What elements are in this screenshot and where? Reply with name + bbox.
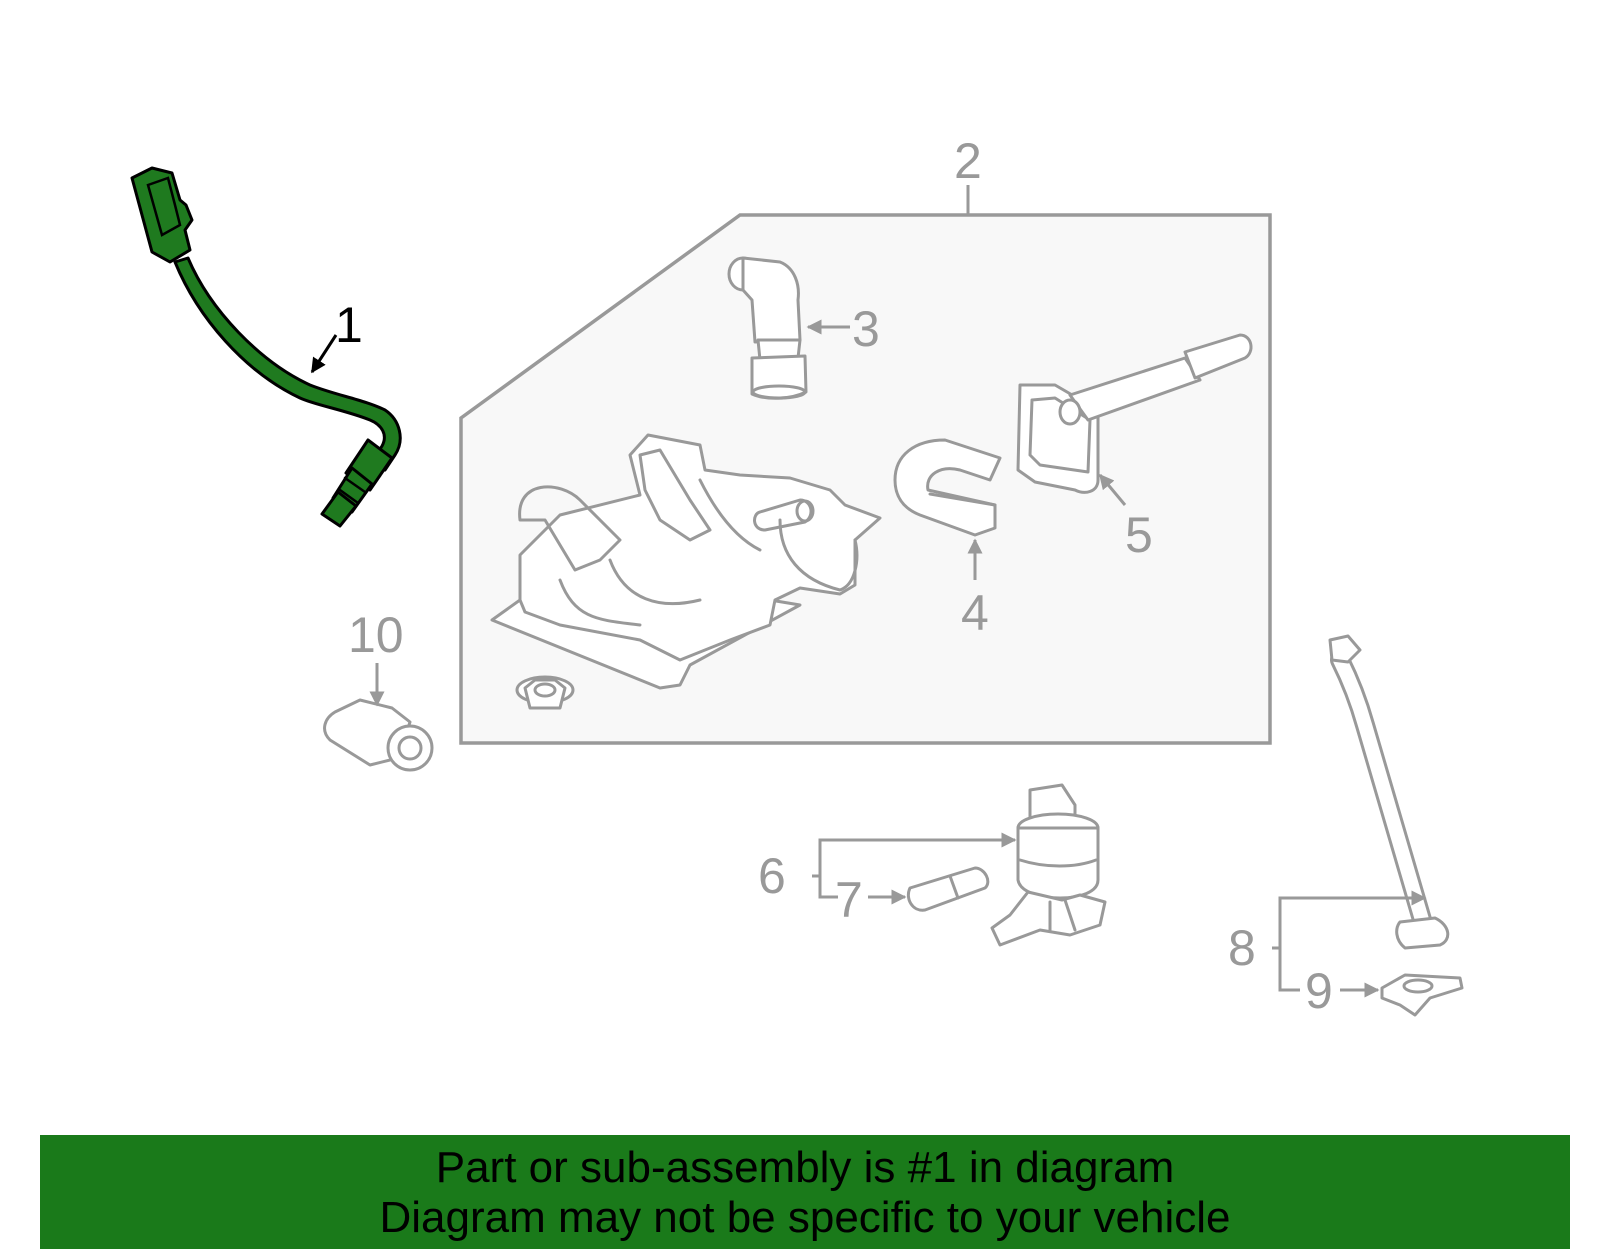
banner-line-2: Diagram may not be specific to your vehi…	[379, 1193, 1231, 1242]
part-1-oxygen-sensor[interactable]	[130, 166, 402, 528]
parts-diagram: 1 2 3 4	[130, 133, 1464, 1019]
leader-8-to-9	[1278, 948, 1300, 992]
part-7-pin[interactable]	[906, 866, 990, 912]
callout-7[interactable]: 7	[835, 872, 863, 928]
part-6-valve[interactable]	[990, 783, 1107, 947]
leader-6	[812, 832, 1017, 878]
callout-9[interactable]: 9	[1305, 963, 1333, 1019]
leader-8	[1272, 890, 1427, 950]
part-5-sensor[interactable]	[1016, 333, 1253, 494]
callout-3[interactable]: 3	[852, 301, 880, 357]
part-4-bracket[interactable]	[893, 438, 1002, 537]
leader-5	[1098, 473, 1127, 506]
part-10-sensor[interactable]	[323, 698, 434, 772]
part-9-gasket[interactable]	[1380, 973, 1464, 1017]
callout-10[interactable]: 10	[348, 607, 404, 663]
callout-1[interactable]: 1	[335, 297, 363, 353]
nut[interactable]	[515, 675, 575, 710]
part-3-sensor[interactable]	[727, 256, 808, 400]
assembly-box-2	[459, 185, 1272, 745]
callout-5[interactable]: 5	[1125, 507, 1153, 563]
info-banner: Part or sub-assembly is #1 in diagram Di…	[40, 1135, 1570, 1249]
leader-1	[310, 334, 338, 374]
callout-2[interactable]: 2	[954, 133, 982, 189]
banner-line-1: Part or sub-assembly is #1 in diagram	[435, 1143, 1175, 1192]
callout-6[interactable]: 6	[758, 848, 786, 904]
leader-6-to-7	[818, 876, 838, 899]
callout-4[interactable]: 4	[961, 585, 989, 641]
part-8-tube[interactable]	[1328, 634, 1450, 950]
callout-8[interactable]: 8	[1228, 920, 1256, 976]
housing-assembly[interactable]	[490, 433, 882, 690]
